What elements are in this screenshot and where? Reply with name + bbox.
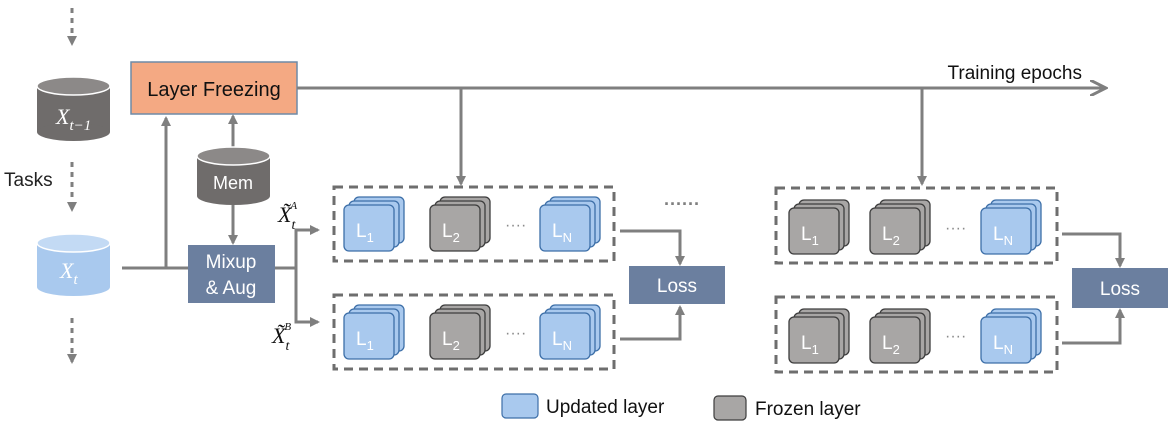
layer-stack-updated: LN xyxy=(980,199,1042,255)
layer-label: L2 xyxy=(442,329,460,353)
mixup-label-line2: & Aug xyxy=(206,278,257,299)
cylinder-top xyxy=(36,233,111,253)
loss-rect xyxy=(1072,268,1168,308)
layer-label: LN xyxy=(552,221,572,245)
layer-label: L1 xyxy=(801,224,819,248)
epoch1-group-a xyxy=(332,185,616,263)
layer-stack-frozen: L2 xyxy=(429,196,491,252)
layer-card xyxy=(869,316,921,364)
training-epochs-label: Training epochs xyxy=(948,63,1082,84)
mem-label: Mem xyxy=(213,173,253,193)
layer-card xyxy=(788,207,840,255)
legend-frozen-label: Frozen layer xyxy=(755,399,861,420)
layer-label: L2 xyxy=(882,333,900,357)
epoch1-loss-box: Loss xyxy=(629,266,725,304)
layer-label: L1 xyxy=(356,221,374,245)
group-a-to-loss-arrow xyxy=(1062,232,1125,268)
layer-label: L1 xyxy=(356,329,374,353)
layer-stack-updated: L1 xyxy=(343,304,405,360)
cylinder-bottom xyxy=(37,278,110,296)
layer-card xyxy=(980,207,1032,255)
layer-stack-updated: LN xyxy=(980,308,1042,364)
dashed-frame xyxy=(332,185,616,263)
legend: Updated layer Frozen layer xyxy=(501,393,861,421)
loss-label: Loss xyxy=(1100,279,1140,300)
layer-card xyxy=(343,312,395,360)
layer-label: L2 xyxy=(442,221,460,245)
cylinder-top xyxy=(196,146,271,166)
group-b-to-loss-arrow xyxy=(620,305,685,341)
mixup-label-line1: Mixup xyxy=(206,252,257,273)
mixup-aug-box: Mixup & Aug xyxy=(188,245,275,303)
view-b-label: X̃tB xyxy=(271,321,291,354)
layer-stack-updated: L1 xyxy=(343,196,405,252)
group-b-to-loss-arrow xyxy=(1062,308,1125,345)
layer-label: L2 xyxy=(882,224,900,248)
loss-rect xyxy=(629,266,725,304)
cylinder-bottom xyxy=(37,123,110,141)
task-stream: Xt−1 Tasks Xt xyxy=(4,8,111,364)
layer-stack-frozen: L2 xyxy=(429,304,491,360)
memory-database: Mem xyxy=(196,146,271,205)
mixup-to-view-a-arrow xyxy=(275,225,320,270)
layer-stack-frozen: L2 xyxy=(869,199,931,255)
legend-updated-swatch xyxy=(501,393,539,419)
layer-ellipsis: ···· xyxy=(945,220,966,237)
layer-stack-frozen: L1 xyxy=(788,308,850,364)
task-current-database: Xt xyxy=(36,233,111,296)
layer-freezing-rect xyxy=(130,61,298,115)
layer-ellipsis: ···· xyxy=(945,328,966,345)
layer-label: L1 xyxy=(801,333,819,357)
layer-card xyxy=(788,316,840,364)
cylinder-bottom xyxy=(197,187,270,205)
mixup-to-view-b-arrow xyxy=(275,266,320,327)
layer-card xyxy=(539,312,591,360)
layer-card xyxy=(539,204,591,252)
legend-frozen-swatch xyxy=(713,395,747,421)
layer-card xyxy=(429,312,481,360)
layer-stack-frozen: L2 xyxy=(869,308,931,364)
group-a-to-loss-arrow xyxy=(620,229,685,266)
dashed-frame xyxy=(332,293,616,371)
loss-label: Loss xyxy=(657,276,697,297)
epoch1-loss-connectors xyxy=(620,229,685,341)
layer-stack-updated: LN xyxy=(539,304,601,360)
dashed-frame xyxy=(774,186,1059,265)
task-prev-label: Xt−1 xyxy=(55,104,91,134)
task-prev-database: Xt−1 xyxy=(36,76,111,141)
epoch1-group-b xyxy=(332,293,616,371)
layer-stack-frozen: L1 xyxy=(788,199,850,255)
layer-card xyxy=(869,207,921,255)
input-connectors xyxy=(122,114,320,327)
mixup-rect xyxy=(188,245,275,303)
layer-freezing-box: Layer Freezing xyxy=(130,61,298,115)
layer-card xyxy=(429,204,481,252)
layer-freezing-label: Layer Freezing xyxy=(147,79,280,101)
layer-label: LN xyxy=(993,333,1013,357)
task-current-label: Xt xyxy=(59,258,78,288)
layer-card xyxy=(343,204,395,252)
epoch2-group-b xyxy=(774,295,1059,374)
view-a-label: X̃tA xyxy=(277,200,297,233)
layer-ellipsis: ···· xyxy=(505,217,526,234)
layer-label: LN xyxy=(993,224,1013,248)
layer-ellipsis: ···· xyxy=(505,325,526,342)
epoch2-loss-connectors xyxy=(1062,232,1125,345)
epoch2-group-a xyxy=(774,186,1059,265)
tasks-label: Tasks xyxy=(4,170,53,191)
cylinder-top xyxy=(36,76,111,96)
epoch2-loss-box: Loss xyxy=(1072,268,1168,308)
layer-stack-updated: LN xyxy=(539,196,601,252)
dashed-frame xyxy=(774,295,1059,374)
more-epochs-ellipsis: ······ xyxy=(664,194,700,214)
legend-updated-label: Updated layer xyxy=(546,397,665,418)
layer-card xyxy=(980,316,1032,364)
layer-label: LN xyxy=(552,329,572,353)
training-epochs-timeline xyxy=(297,88,1106,186)
